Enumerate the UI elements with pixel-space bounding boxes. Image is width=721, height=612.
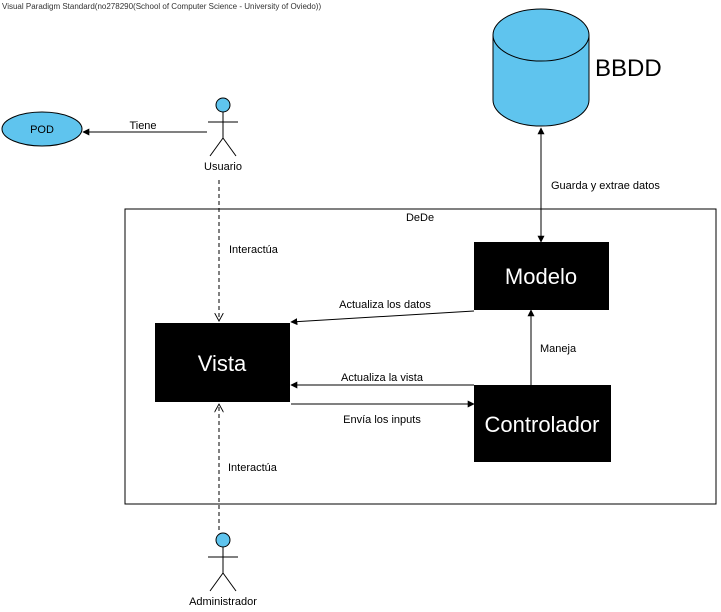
administrador-label: Administrador [189, 596, 257, 608]
modelo-label: Modelo [505, 264, 577, 289]
edge-envia-inputs-label: Envía los inputs [343, 414, 421, 426]
bbdd-cylinder [492, 8, 590, 127]
edge-tiene-label: Tiene [129, 120, 156, 132]
usuario-label: Usuario [204, 161, 242, 173]
pod-node [1, 111, 83, 147]
edge-actualiza-vista-label: Actualiza la vista [341, 372, 424, 384]
system-boundary [124, 208, 717, 505]
vista-label: Vista [198, 351, 247, 376]
controlador-box [474, 385, 611, 462]
pod-label: POD [30, 124, 54, 136]
administrador-actor [208, 532, 238, 592]
edge-actualiza-datos [290, 310, 475, 326]
bbdd-label: BBDD [595, 55, 662, 82]
system-label: DeDe [406, 212, 434, 224]
edge-actualiza-datos-label: Actualiza los datos [339, 299, 431, 311]
modelo-box [474, 242, 609, 310]
edge-interactua-top-label: Interactúa [229, 244, 279, 256]
edge-guarda-label: Guarda y extrae datos [551, 180, 660, 192]
watermark: Visual Paradigm Standard(no278290(School… [2, 2, 322, 11]
usuario-actor [208, 97, 238, 157]
edge-interactua-bottom-label: Interactúa [228, 462, 278, 474]
edge-maneja-label: Maneja [540, 343, 577, 355]
vista-box [155, 323, 290, 402]
controlador-label: Controlador [485, 412, 600, 437]
